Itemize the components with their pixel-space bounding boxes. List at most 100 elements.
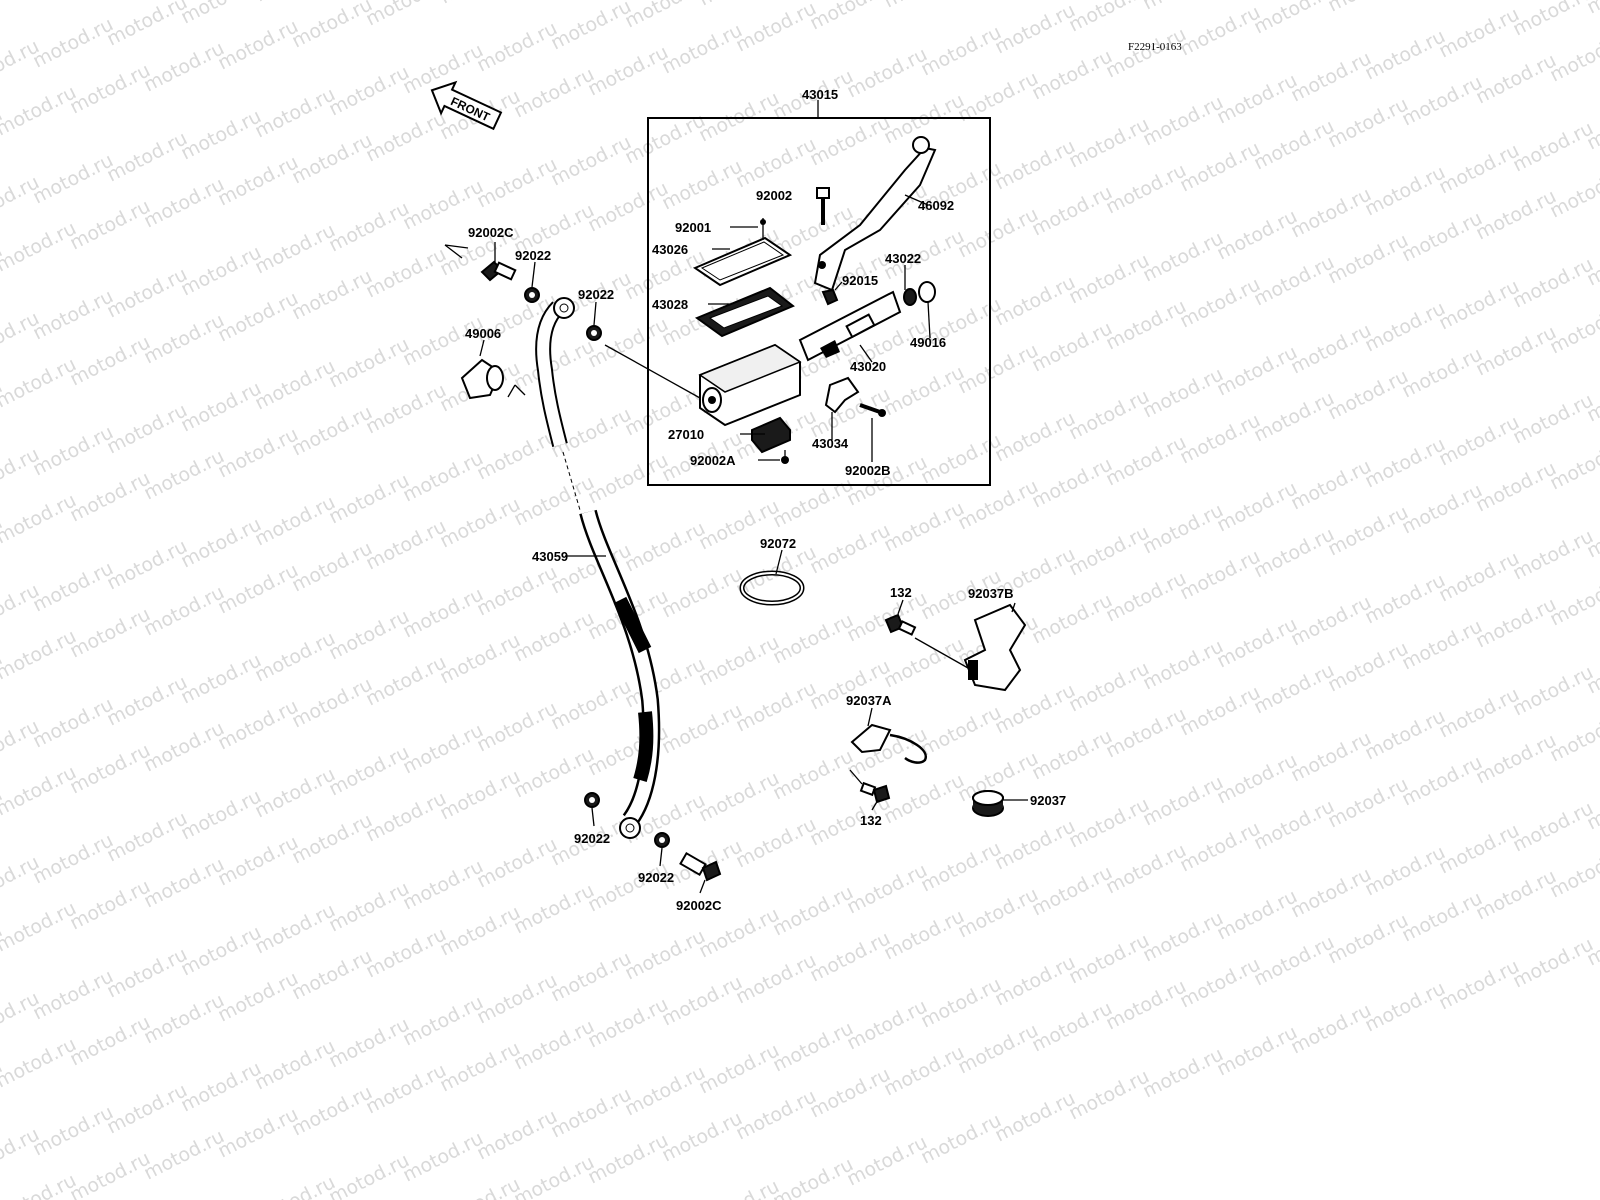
watermark-text: motod.ru (436, 1037, 524, 1096)
watermark-text: motod.ru (29, 829, 117, 888)
watermark-text: motod.ru (436, 493, 524, 552)
label-92072: 92072 (760, 536, 796, 551)
watermark-text: motod.ru (1176, 137, 1264, 196)
watermark-text: motod.ru (584, 1129, 672, 1188)
watermark-text: motod.ru (29, 285, 117, 344)
label-43026: 43026 (652, 242, 688, 257)
watermark-text: motod.ru (1250, 659, 1338, 718)
watermark-text: motod.ru (1435, 819, 1523, 878)
watermark-text: motod.ru (880, 0, 968, 12)
diagram-code: F2291-0163 (1128, 41, 1182, 53)
label-92002B: 92002B (845, 463, 891, 478)
watermark-text: motod.ru (1398, 751, 1486, 810)
watermark-text: motod.ru (177, 377, 265, 436)
watermark-text: motod.ru (177, 105, 265, 164)
watermark-text: motod.ru (1065, 1065, 1153, 1124)
watermark-text: motod.ru (1287, 319, 1375, 378)
watermark-text: motod.ru (436, 1173, 524, 1200)
watermark-text: motod.ru (1398, 207, 1486, 266)
watermark-text: motod.ru (1287, 727, 1375, 786)
watermark-text: motod.ru (769, 881, 857, 940)
watermark-text: motod.ru (251, 1035, 339, 1094)
watermark-text: motod.ru (103, 399, 191, 458)
watermark-text: motod.ru (66, 875, 154, 934)
watermark-text: motod.ru (399, 447, 487, 506)
watermark-text: motod.ru (1361, 25, 1449, 84)
watermark-text: motod.ru (510, 879, 598, 938)
watermark-text: motod.ru (1472, 49, 1560, 108)
watermark-text: motod.ru (436, 629, 524, 688)
watermark-text: motod.ru (695, 631, 783, 690)
watermark-text: motod.ru (66, 603, 154, 662)
watermark-text: motod.ru (66, 331, 154, 390)
watermark-text: motod.ru (991, 407, 1079, 466)
watermark-text: motod.ru (1176, 409, 1264, 468)
watermark-text: motod.ru (658, 971, 746, 1030)
watermark-text: motod.ru (510, 743, 598, 802)
watermark-text: motod.ru (1065, 929, 1153, 988)
master-cylinder-assembly-box (647, 117, 991, 486)
watermark-text: motod.ru (103, 263, 191, 322)
watermark-text: motod.ru (103, 127, 191, 186)
watermark-text: motod.ru (806, 1063, 894, 1122)
label-27010: 27010 (668, 427, 704, 442)
grommet (972, 790, 1004, 817)
watermark-text: motod.ru (362, 379, 450, 438)
watermark-text: motod.ru (1065, 385, 1153, 444)
watermark-text: motod.ru (1361, 841, 1449, 900)
watermark-text: motod.ru (251, 83, 339, 142)
watermark-text: motod.ru (1139, 91, 1227, 150)
watermark-text: motod.ru (510, 1015, 598, 1074)
watermark-text: motod.ru (917, 701, 1005, 760)
watermark-text: motod.ru (325, 1013, 413, 1072)
watermark-text: motod.ru (769, 473, 857, 532)
watermark-text: motod.ru (1028, 317, 1116, 376)
watermark-text: motod.ru (140, 717, 228, 776)
watermark-text: motod.ru (1213, 477, 1301, 536)
watermark-text: motod.ru (1102, 295, 1190, 354)
label-92015: 92015 (842, 273, 878, 288)
watermark-text: motod.ru (991, 1087, 1079, 1146)
watermark-text: motod.ru (0, 0, 80, 4)
watermark-text: motod.ru (140, 853, 228, 912)
watermark-text: motod.ru (547, 0, 635, 54)
watermark-text: motod.ru (1102, 159, 1190, 218)
part-labels: 43015 92002 46092 92001 43026 43022 9201… (465, 87, 1066, 913)
reservoir-cap (692, 218, 793, 287)
watermark-text: motod.ru (288, 401, 376, 460)
watermark-text: motod.ru (1361, 977, 1449, 1036)
lower-banjo-bolt (679, 851, 722, 882)
label-43059: 43059 (532, 549, 568, 564)
watermark-text: motod.ru (991, 271, 1079, 330)
watermark-text: motod.ru (1213, 749, 1301, 808)
watermark-text: motod.ru (66, 1011, 154, 1070)
watermark-text: motod.ru (1472, 321, 1560, 380)
hose-bracket-a (850, 723, 927, 764)
watermark-text: motod.ru (0, 489, 80, 548)
watermark-text: motod.ru (251, 627, 339, 686)
watermark-text: motod.ru (140, 309, 228, 368)
watermark-text: motod.ru (1250, 387, 1338, 446)
watermark-text: motod.ru (177, 241, 265, 300)
watermark-text: motod.ru (547, 947, 635, 1006)
watermark-text: motod.ru (1361, 297, 1449, 356)
watermark-text: motod.ru (473, 969, 561, 1028)
watermark-text: motod.ru (1435, 411, 1523, 470)
watermark-text: motod.ru (473, 1105, 561, 1164)
watermark-text: motod.ru (1287, 47, 1375, 106)
watermark-text: motod.ru (1176, 545, 1264, 604)
watermark-text: motod.ru (140, 989, 228, 1048)
brake-lever (813, 136, 937, 292)
label-46092: 46092 (918, 198, 954, 213)
watermark-text: motod.ru (1102, 839, 1190, 898)
watermark-text: motod.ru (843, 587, 931, 646)
watermark-text: motod.ru (1213, 885, 1301, 944)
watermark-text: motod.ru (214, 831, 302, 890)
watermark-text: motod.ru (1361, 161, 1449, 220)
brake-hose-lower (579, 509, 661, 839)
watermark-text: motod.ru (436, 0, 524, 8)
watermark-text: motod.ru (214, 695, 302, 754)
watermark-text: motod.ru (325, 605, 413, 664)
hose-break-line (562, 451, 581, 511)
watermark-text: motod.ru (1065, 249, 1153, 308)
